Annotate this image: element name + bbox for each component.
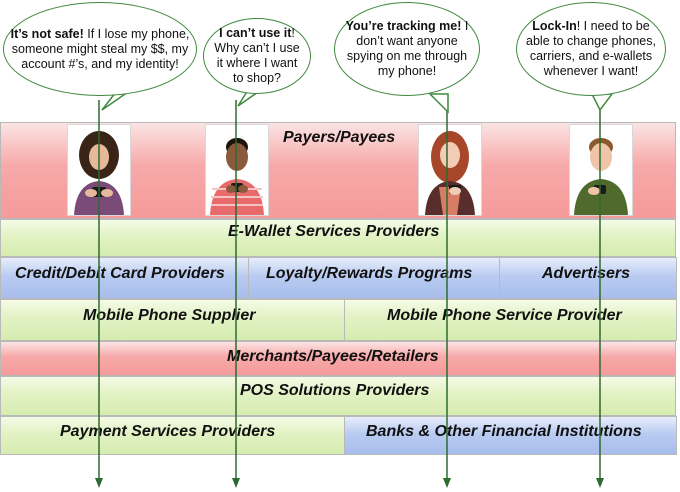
bubble-3-text: You’re tracking me! I don’t want anyone …: [345, 19, 469, 78]
phone-service-label: Mobile Phone Service Provider: [387, 307, 622, 324]
cell-phone-service: Mobile Phone Service Provider: [344, 299, 677, 341]
cell-payment-services: Payment Services Providers: [0, 416, 345, 455]
layer-pos: POS Solutions Providers: [0, 376, 676, 416]
person-photo-4: [569, 124, 633, 216]
man-striped-shirt-phone-icon: [210, 138, 264, 215]
speech-bubble-4: Lock-In! I need to be able to change pho…: [516, 2, 666, 96]
loyalty-label: Loyalty/Rewards Programs: [266, 265, 473, 282]
cell-loyalty: Loyalty/Rewards Programs: [248, 257, 500, 299]
cell-advertisers: Advertisers: [499, 257, 677, 299]
layer-merchants-label: Merchants/Payees/Retailers: [227, 348, 439, 365]
bubble-tail-3: [428, 93, 449, 114]
arrow-head-1: [95, 478, 103, 488]
layer-pos-label: POS Solutions Providers: [240, 382, 430, 399]
arrow-head-3: [443, 478, 451, 488]
banks-label: Banks & Other Financial Institutions: [366, 423, 642, 440]
speech-bubble-1: It’s not safe! If I lose my phone, someo…: [3, 2, 197, 96]
speech-bubble-2: I can’t use it! Why can’t I use it where…: [203, 18, 311, 94]
man-green-shirt-phone-icon: [574, 138, 628, 215]
card-providers-label: Credit/Debit Card Providers: [15, 265, 225, 282]
bubble-4-text: Lock-In! I need to be able to change pho…: [526, 19, 656, 78]
woman-red-hair-phone-icon: [425, 131, 475, 215]
layer-payment-banks: Payment Services Providers Banks & Other…: [0, 416, 677, 455]
payment-services-label: Payment Services Providers: [60, 423, 276, 440]
layer-mobile-phone: Mobile Phone Supplier Mobile Phone Servi…: [0, 299, 677, 341]
bubble-tail-4: [590, 93, 614, 112]
layer-merchants: Merchants/Payees/Retailers: [0, 341, 676, 376]
speech-bubble-3: You’re tracking me! I don’t want anyone …: [334, 2, 480, 96]
person-photo-3: [418, 124, 482, 216]
layer-payers-label: Payers/Payees: [283, 129, 396, 146]
arrow-head-4: [596, 478, 604, 488]
bubble-1-text: It’s not safe! If I lose my phone, someo…: [10, 26, 190, 71]
bubble-2-text: I can’t use it! Why can’t I use it where…: [214, 26, 300, 85]
person-photo-2: [205, 124, 269, 216]
layer-ewallet: E-Wallet Services Providers: [0, 219, 676, 257]
arrow-head-2: [232, 478, 240, 488]
layer-ewallet-label: E-Wallet Services Providers: [228, 223, 440, 240]
cell-phone-supplier: Mobile Phone Supplier: [0, 299, 345, 341]
advertisers-label: Advertisers: [542, 265, 631, 282]
cell-card-providers: Credit/Debit Card Providers: [0, 257, 249, 299]
phone-supplier-label: Mobile Phone Supplier: [83, 307, 256, 324]
cell-banks: Banks & Other Financial Institutions: [344, 416, 677, 455]
layer-card-loyalty-ads: Credit/Debit Card Providers Loyalty/Rewa…: [0, 257, 677, 299]
